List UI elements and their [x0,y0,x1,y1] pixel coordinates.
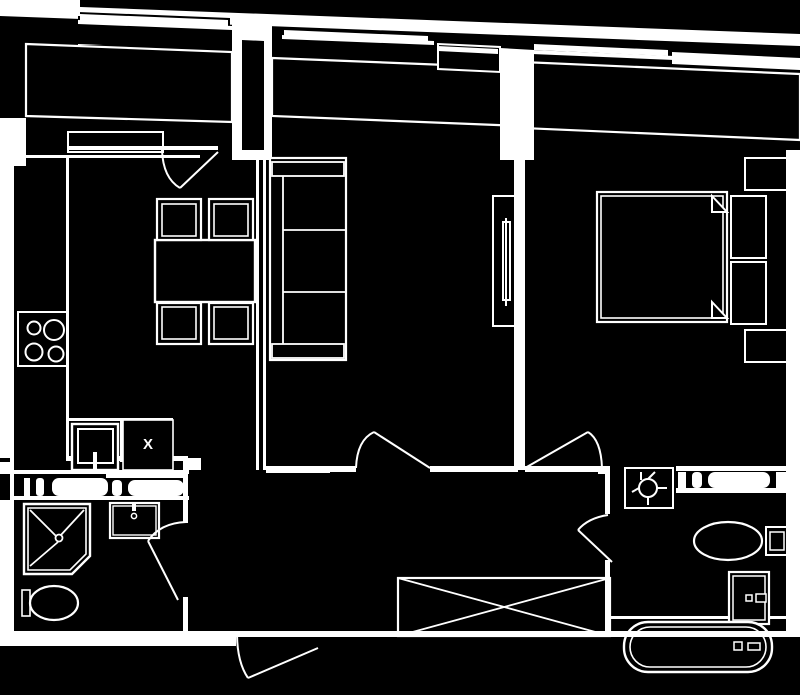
dining-set [153,197,257,346]
toilet-icon [692,520,789,562]
bathtub-icon [622,620,774,674]
top-balcony-band [0,4,800,46]
stove-icon [17,311,69,367]
wall-top-kitchen [10,155,200,158]
wall-hall-top-left [266,466,356,472]
bathroom-counter-icon [676,466,790,493]
bedroom-fixtures [595,157,788,363]
wall-niche [744,157,788,191]
nightstand-icon [730,261,767,325]
dining-chair [155,301,203,346]
wall-hall-top-center [430,466,518,472]
dining-chair [207,301,255,346]
cabinet-divider [120,418,123,462]
wc-door [147,521,187,601]
window-balcony-right [520,42,800,142]
bidet-icon [727,570,771,626]
dining-chair [155,197,203,242]
cabinet-x-label: X [143,436,153,453]
wall-hall-top-right [525,466,603,472]
doors [147,431,613,679]
entrance-door [236,632,319,679]
sofa-icon [268,156,348,362]
wardrobe-closet-icon [396,576,612,638]
bathroom-door [577,514,613,563]
window-balcony-mid [437,42,501,74]
bedroom-door [524,431,603,469]
wall-niche [744,329,788,363]
toilet-icon [21,584,80,622]
kitchen-counter-row [14,470,189,500]
dining-chair [207,197,255,242]
wall-bathroom-internal [610,616,790,619]
kitchen-sink-icon [70,422,120,474]
balcony-gap-fills [242,40,264,150]
living-room-door [355,431,431,469]
balcony-door-left [67,131,219,189]
corner-shower-icon [22,502,92,576]
kitchen-fixtures [17,311,69,367]
double-bed-icon [595,190,730,324]
structure-restroke [10,150,790,635]
washbasin-icon [108,501,161,540]
living-room-fixtures [268,156,520,362]
nightstand-icon [730,195,767,259]
window-balcony-center [270,28,524,128]
hall-fixtures [396,576,612,638]
cabinet-marked-x-icon: X [122,419,174,471]
washing-machine-icon [624,467,674,509]
dining-table [153,238,257,304]
utility-fixtures: X [68,418,174,474]
